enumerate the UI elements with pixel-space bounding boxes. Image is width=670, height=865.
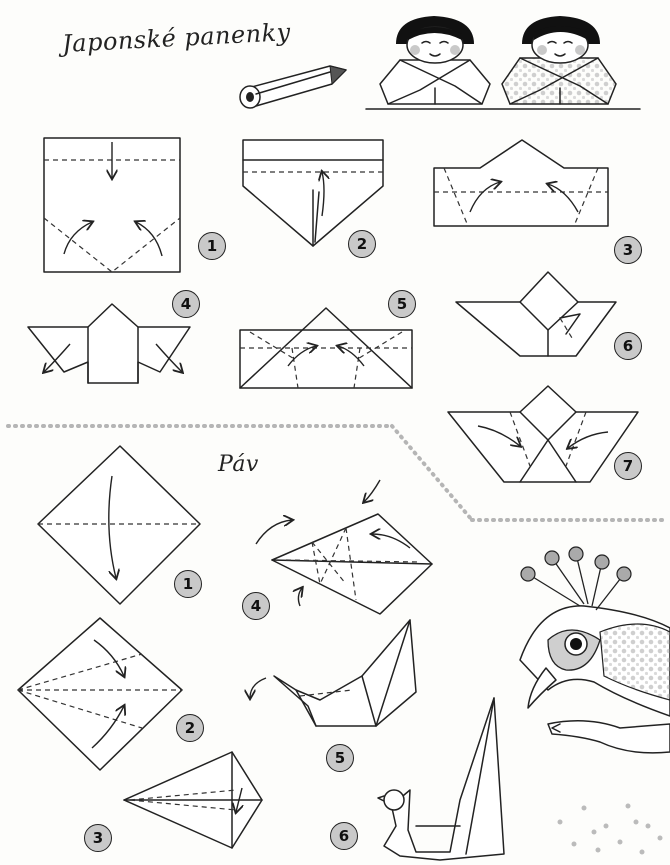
doll-step-1-diagram: [44, 138, 180, 272]
peacock-step-1-badge: 1: [174, 570, 202, 598]
peacock-step-6-badge: 6: [330, 822, 358, 850]
peacock-step-6-diagram: [378, 698, 504, 860]
doll-step-6-badge: 6: [614, 332, 642, 360]
peacock-step-5-diagram: [250, 620, 416, 726]
peacock-step-4-badge: 4: [242, 592, 270, 620]
peacock-section-title: Páv: [218, 452, 259, 477]
peacock-step-3-diagram: [124, 752, 262, 848]
doll-step-3-badge: 3: [614, 236, 642, 264]
doll-step-5-badge: 5: [388, 290, 416, 318]
pencil-icon: [240, 66, 346, 108]
doll-step-1-badge: 1: [198, 232, 226, 260]
doll-step-7-diagram: [448, 386, 638, 482]
peacock-step-2-badge: 2: [176, 714, 204, 742]
doll-step-4-diagram: [28, 304, 190, 383]
peacock-illustration: [520, 547, 670, 855]
peacock-step-2-diagram: [18, 618, 182, 770]
doll-step-4-badge: 4: [172, 290, 200, 318]
doll-step-7-badge: 7: [614, 452, 642, 480]
doll-step-6-diagram: [456, 272, 616, 356]
peacock-step-4-diagram: [256, 480, 432, 614]
doll-step-2-badge: 2: [348, 230, 376, 258]
peacock-step-3-badge: 3: [84, 824, 112, 852]
feather-dots: [558, 804, 663, 855]
japanese-dolls-illustration: [366, 16, 640, 109]
doll-step-5-diagram: [240, 308, 412, 388]
peacock-step-5-badge: 5: [326, 744, 354, 772]
doll-step-3-diagram: [434, 140, 608, 226]
